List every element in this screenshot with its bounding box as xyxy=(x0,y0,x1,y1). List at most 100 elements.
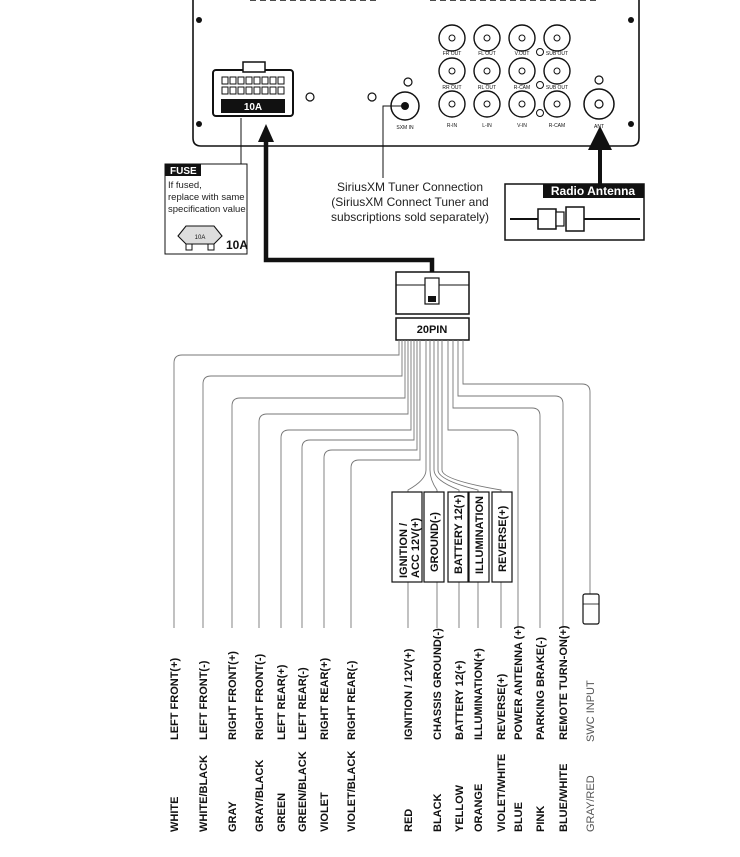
fuse-rating: 10A xyxy=(226,238,248,252)
boxed-label-illumination: ILLUMINATION xyxy=(474,496,486,574)
fuse-note-line2: replace with same xyxy=(168,192,245,203)
wire-function-label: POWER ANTENNA (+) xyxy=(513,625,525,740)
siriusxm-note-line3: subscriptions sold separately) xyxy=(331,210,489,224)
wire-function-label: REVERSE(+) xyxy=(496,673,508,740)
wire-color-label: BLACK xyxy=(432,793,444,832)
wire-color-label: PINK xyxy=(535,806,547,832)
wire-color-label: GREEN/BLACK xyxy=(297,751,309,832)
connector-pin xyxy=(277,76,285,85)
rca-jack-label: R-CAM xyxy=(514,85,530,91)
rca-jack-center xyxy=(448,100,456,108)
rca-jack-center xyxy=(553,67,561,75)
wire xyxy=(231,340,406,628)
wire-color-label: GRAY xyxy=(227,801,239,832)
antenna-plug-icon xyxy=(510,206,640,232)
wire-function-labels: LEFT FRONT(+)LEFT FRONT(-)RIGHT FRONT(+)… xyxy=(169,625,597,742)
screw-hole xyxy=(196,17,202,23)
harness-connector: 20PIN xyxy=(395,271,470,341)
mounting-hole xyxy=(367,92,377,102)
wire xyxy=(323,340,418,628)
wire xyxy=(258,340,409,628)
radio-antenna-box: Radio Antenna xyxy=(504,126,645,241)
connector-pin xyxy=(261,76,269,85)
rca-jack-center xyxy=(483,67,491,75)
wire xyxy=(350,340,421,628)
connector-pin xyxy=(221,76,229,85)
radio-antenna-label: Radio Antenna xyxy=(551,184,636,198)
screw-hole xyxy=(628,17,634,23)
connector-pin xyxy=(237,86,245,95)
wire-function-label: LEFT REAR(+) xyxy=(276,664,288,740)
wire-function-label: REMOTE TURN-ON(+) xyxy=(558,625,570,740)
fuse-note-line3: specification value. xyxy=(168,204,248,215)
status-hole xyxy=(536,81,544,89)
wire-color-label: VIOLET/WHITE xyxy=(496,754,508,832)
rca-jack-center xyxy=(518,34,526,42)
connector-pin xyxy=(245,86,253,95)
siriusxm-jack: SXM IN xyxy=(382,91,420,178)
wire-color-label: WHITE/BLACK xyxy=(198,755,210,832)
wire-function-label: LEFT FRONT(+) xyxy=(169,657,181,740)
boxed-label-reverse: REVERSE(+) xyxy=(497,505,509,572)
connector-pin xyxy=(269,76,277,85)
wire xyxy=(457,340,564,628)
fuse-note-line1: If fused, xyxy=(168,180,202,191)
wire xyxy=(462,340,591,596)
rca-jack-label: RL OUT xyxy=(478,85,496,91)
boxed-label-acc: ACC 12V(+) xyxy=(410,517,422,578)
wire xyxy=(280,340,412,628)
rca-jack xyxy=(473,90,501,118)
rca-jack xyxy=(543,90,571,118)
wire-function-label: RIGHT FRONT(+) xyxy=(227,651,239,740)
wire-function-label: IGNITION / 12V(+) xyxy=(403,648,415,740)
rca-jack xyxy=(508,57,536,85)
harness-power-cable xyxy=(258,124,435,272)
screw-hole xyxy=(196,121,202,127)
rca-jack-label: V-IN xyxy=(517,123,527,129)
connector-pin xyxy=(245,76,253,85)
rca-jack-center xyxy=(553,34,561,42)
head-unit-rear-panel xyxy=(192,0,640,147)
harness-label: 20PIN xyxy=(417,324,448,336)
boxed-label-ignition: IGNITION / xyxy=(398,523,410,578)
rca-jack xyxy=(473,57,501,85)
connector-pin xyxy=(253,86,261,95)
wire-bundle xyxy=(173,340,591,628)
connector-pin xyxy=(253,76,261,85)
wire-color-label: VIOLET xyxy=(319,792,331,832)
wire xyxy=(301,340,415,628)
siriusxm-note-line1: SiriusXM Tuner Connection xyxy=(337,180,483,194)
wire-function-label: RIGHT REAR(-) xyxy=(346,660,358,740)
rca-jack-center xyxy=(448,34,456,42)
rca-jack xyxy=(438,90,466,118)
boxed-label-ground: GROUND(-) xyxy=(429,512,441,572)
blade-fuse-icon: 10A xyxy=(177,225,223,251)
rca-jack-label: SUB OUT xyxy=(546,85,568,91)
mounting-hole xyxy=(305,92,315,102)
rca-jack xyxy=(508,24,536,52)
screw-hole xyxy=(628,121,634,127)
power-connector: 10A xyxy=(212,61,294,117)
connector-pin xyxy=(269,86,277,95)
boxed-label-group: IGNITION / ACC 12V(+) GROUND(-) BATTERY … xyxy=(391,491,513,583)
rca-jack-center xyxy=(448,67,456,75)
rca-jack xyxy=(473,24,501,52)
rca-jack-center xyxy=(483,34,491,42)
wire xyxy=(202,340,403,628)
wire-color-label: BLUE/WHITE xyxy=(558,764,570,832)
wire-color-label: GREEN xyxy=(276,793,288,832)
rca-jack-center xyxy=(483,100,491,108)
wire-function-label: BATTERY 12(+) xyxy=(454,660,466,740)
siriusxm-jack-label: SXM IN xyxy=(396,125,414,131)
rca-jack-label: RR OUT xyxy=(442,85,461,91)
wire-color-label: RED xyxy=(403,809,415,832)
wire-color-label: GRAY/BLACK xyxy=(254,760,266,832)
wire xyxy=(433,340,460,628)
rca-jack-label: L-IN xyxy=(482,123,492,129)
wire-function-label: RIGHT REAR(+) xyxy=(319,657,331,740)
rca-jack xyxy=(543,24,571,52)
wire-color-label: YELLOW xyxy=(454,784,466,832)
wire xyxy=(437,340,479,628)
wire xyxy=(452,340,541,628)
wire-function-label: PARKING BRAKE(-) xyxy=(535,637,547,740)
